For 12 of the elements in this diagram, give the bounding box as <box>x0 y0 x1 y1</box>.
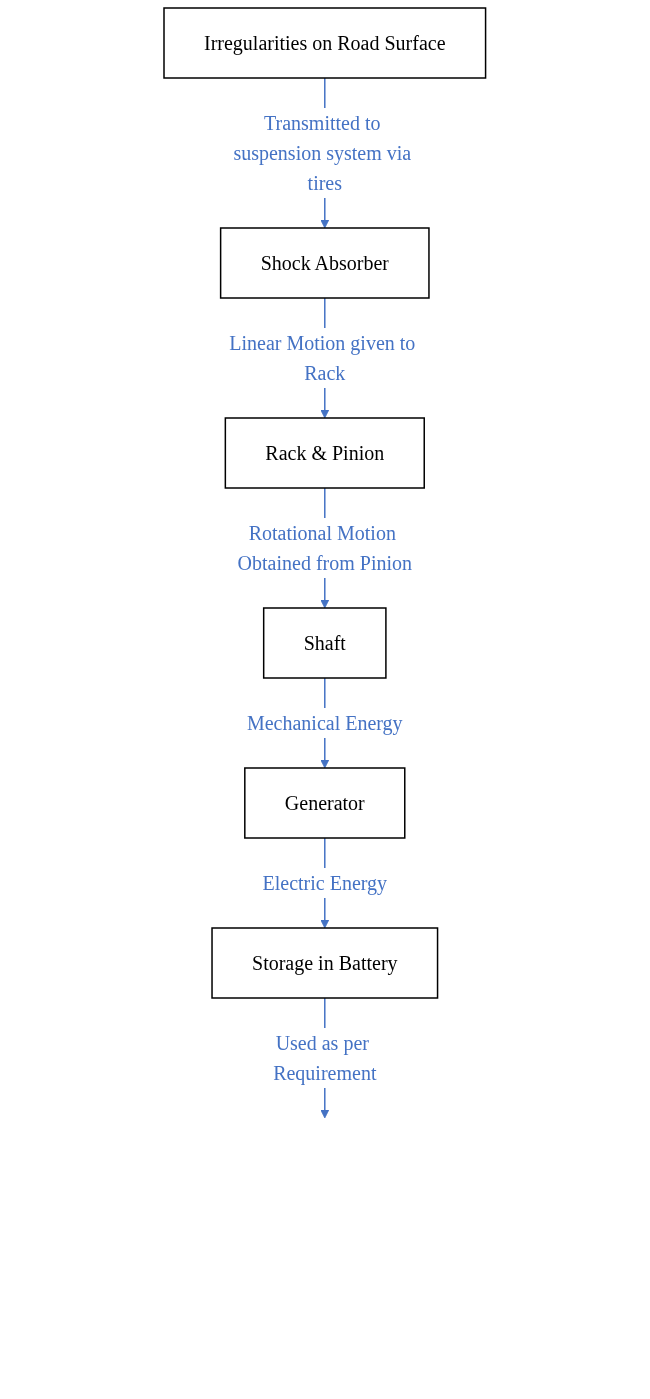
edge-label: Transmitted to suspension system via tires <box>233 112 412 194</box>
edge-label: Linear Motion given to Rack <box>229 332 416 384</box>
node-box: Shock Absorber <box>220 227 430 299</box>
edge-label: Mechanical Energy <box>247 712 403 734</box>
node-box: Generator <box>244 767 406 839</box>
edge-label: Used as per Requirement <box>273 1032 377 1084</box>
node-box: Shaft <box>263 607 387 679</box>
node-box: Rack & Pinion <box>224 417 426 489</box>
node-box: Storage in Battery <box>211 927 439 999</box>
edge-label: Electric Energy <box>262 872 388 894</box>
node-box: Irregularities on Road Surface <box>163 7 487 79</box>
edge-label: Rotational Motion Obtained from Pinion <box>237 522 413 574</box>
